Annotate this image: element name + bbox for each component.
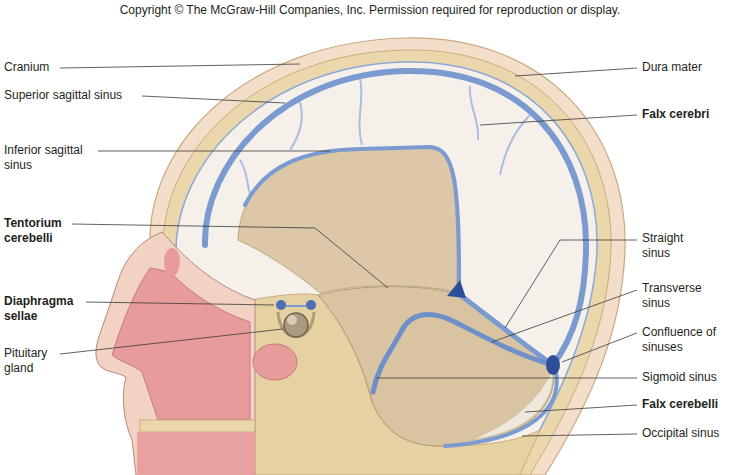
leader-line xyxy=(562,333,637,362)
leader-line xyxy=(60,329,283,354)
leader-line xyxy=(86,302,274,305)
anatomy-label: Transverse sinus xyxy=(642,281,714,311)
anatomy-label: Superior sagittal sinus xyxy=(4,88,122,103)
leader-line xyxy=(72,224,388,288)
anatomy-label: Falx cerebelli xyxy=(642,397,718,412)
anatomy-label: Straight sinus xyxy=(642,231,704,261)
sphenoid-sinus xyxy=(253,344,297,380)
great-cerebral-vein xyxy=(447,280,466,298)
posterior-fossa xyxy=(318,287,554,446)
leader-line xyxy=(142,96,285,103)
leader-line xyxy=(525,405,637,412)
leader-line xyxy=(377,378,637,379)
anatomy-label: Tentorium cerebelli xyxy=(4,216,89,246)
face xyxy=(96,232,255,475)
copyright-note: Copyright © The McGraw-Hill Companies, I… xyxy=(2,3,736,18)
diaphragma-sellae xyxy=(286,305,306,307)
occipital-sinus xyxy=(445,372,557,446)
pituitary-highlight xyxy=(287,315,297,325)
superior-sagittal-sinus xyxy=(205,71,586,365)
falx-vein xyxy=(500,115,530,175)
sella-turcica xyxy=(278,312,314,337)
cavernous-sinus xyxy=(276,300,286,310)
leader-line xyxy=(505,240,637,328)
anatomy-label: Sigmoid sinus xyxy=(642,370,717,385)
falx-cerebelli-sheet xyxy=(470,368,553,440)
inferior-sagittal-sinus xyxy=(245,147,459,292)
anatomy-label: Confluence of sinuses xyxy=(642,325,732,355)
leader-line xyxy=(515,68,637,76)
anatomy-label: Diaphragma sellae xyxy=(4,294,94,324)
leader-line xyxy=(60,64,300,68)
leader-line xyxy=(480,115,637,125)
cavernous-sinus xyxy=(306,300,316,310)
anatomy-label: Occipital sinus xyxy=(642,426,719,441)
oral-cavity xyxy=(137,432,255,475)
leader-line xyxy=(98,151,330,152)
palate xyxy=(140,420,255,432)
frontal-sinus xyxy=(164,248,180,276)
falx-vein xyxy=(290,102,302,150)
transverse-sinus xyxy=(402,314,553,365)
pituitary-gland xyxy=(284,313,308,337)
anatomy-label: Falx cerebri xyxy=(642,107,709,122)
anatomy-label: Dura mater xyxy=(642,60,702,75)
falx-vein xyxy=(470,86,478,140)
anatomy-label: Pituitary gland xyxy=(4,346,66,376)
nasal-cavity xyxy=(112,268,250,420)
confluence-of-sinuses xyxy=(546,355,560,375)
sigmoid-sinus xyxy=(373,330,402,392)
anatomy-label: Inferior sagittal sinus xyxy=(4,143,104,173)
falx-vein xyxy=(359,78,362,145)
brain-opening xyxy=(238,148,457,293)
leader-line xyxy=(492,290,637,342)
leader-line xyxy=(522,434,637,436)
anatomy-label: Cranium xyxy=(4,60,49,75)
